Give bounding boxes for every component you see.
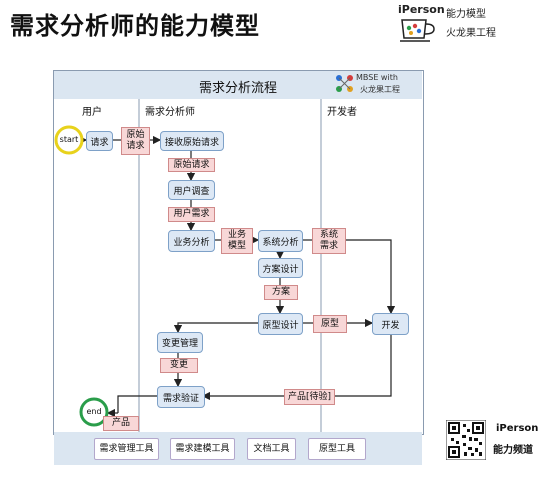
page-title: 需求分析师的能力模型 — [10, 12, 260, 40]
lane-label-analyst: 需求分析师 — [145, 107, 195, 118]
mbse-logo-icon — [336, 75, 353, 92]
mbse-logo-line-1: MBSE with — [356, 73, 398, 82]
process-develop[interactable]: 开发 — [372, 313, 409, 335]
start-node — [54, 125, 84, 155]
tool-prototyping[interactable]: 原型工具 — [308, 438, 366, 460]
artifact-solution[interactable]: 方案 — [264, 285, 298, 300]
tool-requirement-management[interactable]: 需求管理工具 — [94, 438, 159, 460]
diagram-title: 需求分析流程 — [198, 81, 277, 96]
artifact-product[interactable]: 产品 — [103, 416, 139, 431]
tool-documentation[interactable]: 文档工具 — [247, 438, 296, 460]
start-label: start — [59, 135, 79, 144]
footer-brand-name: iPerson — [496, 423, 539, 434]
artifact-system-requirement[interactable]: 系统 需求 — [312, 228, 346, 254]
footer-brand-sub: 能力频道 — [493, 445, 533, 456]
process-prototype-design[interactable]: 原型设计 — [258, 313, 303, 335]
end-node — [79, 397, 109, 427]
lane-label-user: 用户 — [82, 107, 102, 118]
artifact-business-model[interactable]: 业务 模型 — [221, 228, 253, 254]
coffee-cup-icon — [400, 19, 435, 42]
process-business-analysis[interactable]: 业务分析 — [168, 230, 215, 252]
brand-line-2: 火龙果工程 — [446, 28, 496, 39]
artifact-raw-request-1[interactable]: 原始 请求 — [121, 127, 150, 155]
tool-requirement-modeling[interactable]: 需求建模工具 — [170, 438, 235, 460]
artifact-product-pending[interactable]: 产品[待验] — [284, 389, 335, 405]
brand-line-1: 能力模型 — [446, 9, 486, 20]
process-change-management[interactable]: 变更管理 — [157, 332, 203, 353]
mbse-logo-line-2: 火龙果工程 — [360, 85, 400, 94]
qr-code-icon — [446, 420, 486, 460]
process-solution-design[interactable]: 方案设计 — [258, 258, 303, 278]
end-label: end — [86, 407, 102, 416]
artifact-user-requirement[interactable]: 用户需求 — [168, 207, 215, 222]
process-receive-raw-request[interactable]: 接收原始请求 — [160, 131, 224, 151]
process-requirement-verification[interactable]: 需求验证 — [157, 386, 205, 408]
process-user-survey[interactable]: 用户调查 — [168, 180, 215, 200]
process-request[interactable]: 请求 — [86, 131, 113, 151]
artifact-raw-request-2[interactable]: 原始请求 — [168, 158, 215, 172]
artifact-change[interactable]: 变更 — [160, 358, 198, 373]
brand-name: iPerson — [398, 3, 445, 16]
diagram-header-band — [54, 71, 422, 99]
artifact-prototype[interactable]: 原型 — [313, 315, 347, 333]
process-system-analysis[interactable]: 系统分析 — [258, 230, 303, 252]
lane-label-developer: 开发者 — [327, 107, 357, 118]
